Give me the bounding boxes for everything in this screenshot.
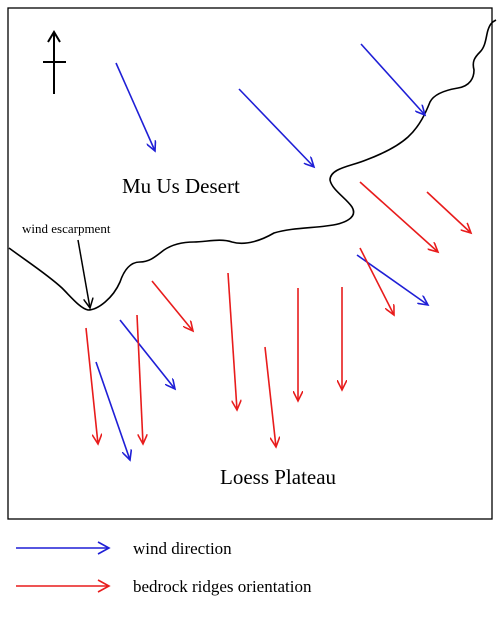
desert-boundary-line (8, 19, 497, 311)
wind-arrow (119, 319, 175, 389)
wind-arrow (95, 361, 130, 460)
wind-arrow (360, 43, 425, 115)
legend-row-wind: wind direction (0, 533, 500, 563)
legend-wind-swatch (16, 541, 111, 555)
legend-ridges-swatch (16, 579, 111, 593)
escarpment-pointer-arrow (77, 239, 90, 308)
ridge-arrow (151, 280, 193, 331)
ridge-arrow (264, 346, 276, 447)
wind-arrow (356, 254, 428, 305)
ridge-arrow (359, 181, 438, 252)
ridge-arrow (359, 247, 394, 315)
legend-row-ridges: bedrock ridges orientation (0, 571, 500, 601)
legend-ridges-label: bedrock ridges orientation (133, 577, 312, 596)
escarpment-label: wind escarpment (22, 221, 111, 236)
ridge-arrow (85, 327, 98, 444)
ridge-arrow (227, 272, 237, 410)
ridge-arrows (85, 181, 471, 447)
map-frame (7, 7, 493, 520)
legend-wind-label: wind direction (133, 539, 232, 558)
north-arrow-icon (43, 30, 66, 94)
desert-label: Mu Us Desert (122, 174, 240, 198)
plateau-label: Loess Plateau (220, 465, 337, 489)
map-figure: Mu Us Desert Loess Plateau wind escarpme… (7, 7, 497, 520)
ridge-arrow (136, 314, 143, 444)
wind-arrow (238, 88, 314, 167)
ridge-arrow (426, 191, 471, 233)
wind-arrows (95, 43, 428, 460)
legend: wind direction bedrock ridges orientatio… (0, 527, 500, 617)
wind-arrow (115, 62, 155, 151)
